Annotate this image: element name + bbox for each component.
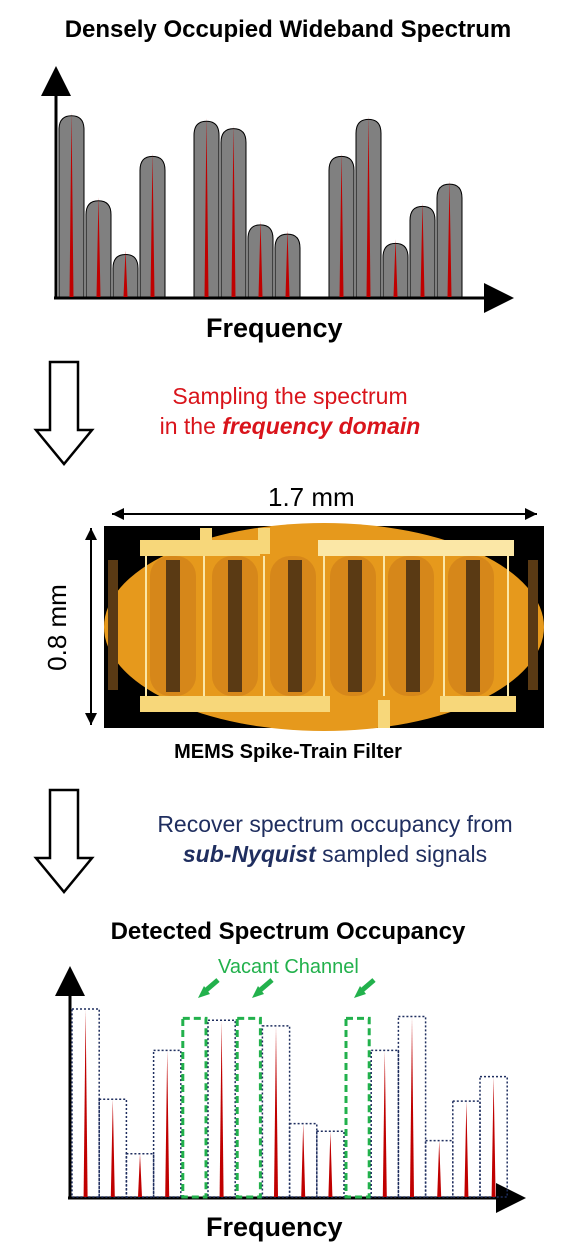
down-arrow-icon — [33, 360, 95, 466]
spike-mark — [204, 117, 209, 297]
spike-mark — [150, 152, 155, 297]
vacant-arrow-icon — [252, 978, 274, 998]
spike-mark — [258, 220, 263, 297]
top-chart-title: Densely Occupied Wideband Spectrum — [64, 16, 512, 43]
spike-mark — [382, 1050, 387, 1197]
spike-mark — [491, 1076, 496, 1197]
step2-line1: Recover spectrum occupancy from — [157, 811, 513, 837]
occupied-band — [98, 1098, 128, 1198]
step1-emphasis: frequency domain — [222, 413, 421, 439]
spike-mark — [393, 239, 398, 297]
spike-mark — [274, 1025, 278, 1197]
top-chart-xlabel: Frequency — [206, 313, 343, 343]
spike-mark — [328, 1131, 333, 1197]
device-caption: MEMS Spike-Train Filter — [174, 741, 402, 763]
spike-mark — [366, 115, 371, 298]
mems-device-image — [104, 523, 544, 731]
spike-mark — [165, 1050, 170, 1197]
step2-line2: sub-Nyquist sampled signals — [100, 839, 570, 869]
device-width-label: 1.7 mm — [268, 482, 355, 512]
spike-mark — [339, 152, 344, 297]
vacant-channel-box — [235, 1016, 262, 1199]
top-chart-peaks — [58, 111, 463, 298]
vacant-channel-box — [344, 1016, 371, 1199]
spike-mark — [96, 196, 101, 297]
device-height-label: 0.8 mm — [41, 584, 72, 671]
spike-mark — [301, 1123, 306, 1197]
occupied-band — [152, 1049, 182, 1198]
step2-line2-suffix: sampled signals — [315, 841, 488, 867]
vacant-channel-label: Vacant Channel — [218, 956, 359, 978]
spike-mark — [83, 1009, 88, 1197]
height-arrow-bottom-icon — [85, 713, 97, 725]
spike-mark — [285, 230, 290, 297]
step2-emphasis: sub-Nyquist — [182, 841, 316, 867]
height-arrow-top-icon — [85, 528, 97, 540]
spike-mark — [110, 1099, 115, 1197]
spike-mark — [69, 111, 74, 297]
spike-mark — [123, 250, 128, 297]
spike-mark — [447, 180, 452, 297]
vacant-arrow-icon — [198, 978, 220, 998]
spike-mark — [138, 1153, 142, 1197]
spike-mark — [437, 1140, 442, 1197]
step2-text: Recover spectrum occupancy from sub-Nyqu… — [100, 809, 570, 869]
spike-mark — [420, 202, 425, 297]
width-arrow-right-icon — [525, 508, 537, 520]
down-arrow-icon — [33, 788, 95, 894]
step1-text: Sampling the spectrum in the frequency d… — [100, 381, 480, 441]
bottom-chart-bars — [71, 1008, 508, 1199]
bottom-chart-title: Detected Spectrum Occupancy — [110, 918, 466, 945]
step1-line1: Sampling the spectrum — [172, 383, 408, 409]
spike-mark — [464, 1101, 469, 1197]
vacant-channel-box — [181, 1016, 208, 1199]
spike-mark — [410, 1016, 414, 1197]
vacant-arrow-icon — [354, 978, 376, 998]
bottom-chart-xlabel: Frequency — [206, 1212, 343, 1242]
step1-line2-prefix: in the — [159, 413, 223, 439]
spike-mark — [231, 124, 236, 298]
step1-line2: in the frequency domain — [100, 411, 480, 441]
width-arrow-left-icon — [112, 508, 124, 520]
spike-mark — [219, 1020, 224, 1197]
